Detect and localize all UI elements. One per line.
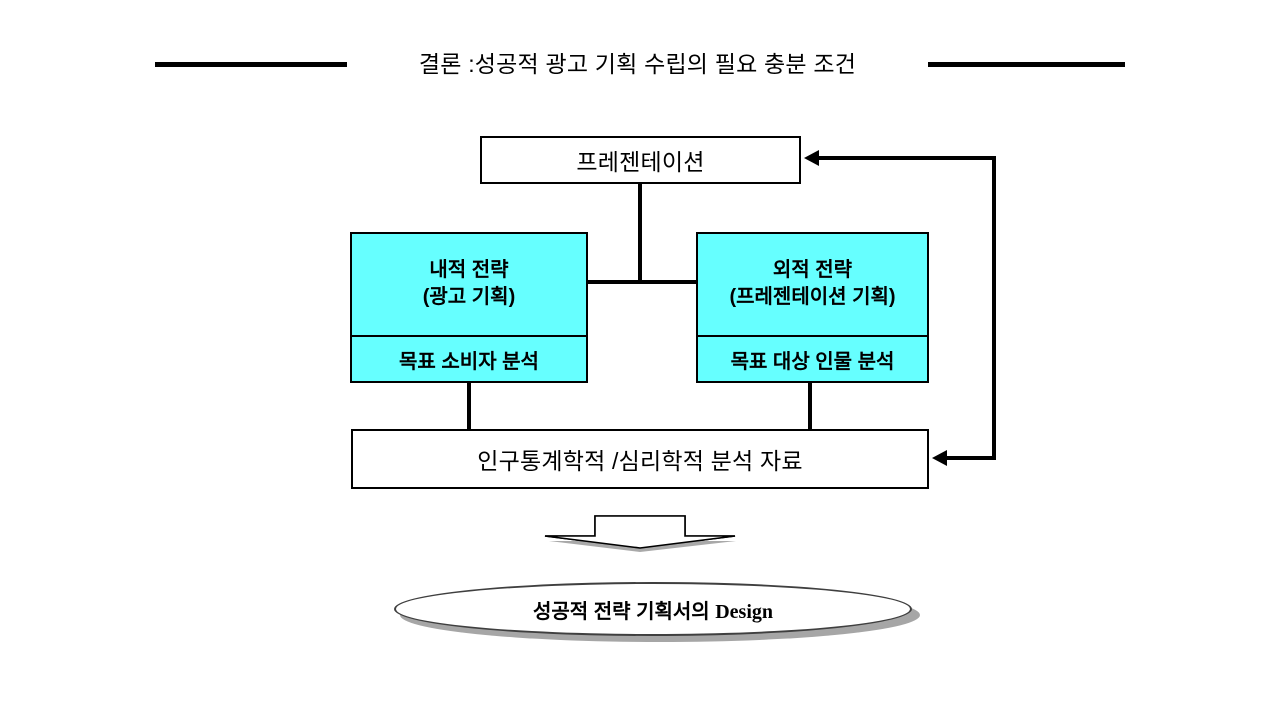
node-internal-strategy-title-line1: 내적 전략	[429, 259, 509, 282]
node-internal-strategy-title: 내적 전략 (광고 기획)	[352, 234, 586, 335]
node-internal-strategy-title-line2: (광고 기획)	[422, 285, 516, 308]
node-presentation[interactable]: 프레젠테이션	[480, 136, 801, 184]
slide-title-row: 결론 :성공적 광고 기획 수립의 필요 충분 조건	[0, 42, 1280, 86]
node-internal-strategy-subtitle[interactable]: 목표 소비자 분석	[352, 335, 586, 381]
outcome-ellipse-shape: 성공적 전략 기획서의 Design	[394, 582, 912, 636]
page-title: 결론 :성공적 광고 기획 수립의 필요 충분 조건	[418, 51, 857, 77]
node-outcome[interactable]: 성공적 전략 기획서의 Design	[390, 580, 924, 648]
node-external-strategy[interactable]: 외적 전략 (프레젠테이션 기획) 목표 대상 인물 분석	[696, 232, 929, 383]
node-external-strategy-title-line1: 외적 전략	[772, 259, 853, 282]
node-analysis-data-label: 인구통계학적 /심리학적 분석 자료	[477, 448, 803, 474]
node-outcome-label-latin: Design	[715, 600, 774, 623]
connector-feedback-top-horizontal	[818, 156, 996, 160]
node-external-strategy-title: 외적 전략 (프레젠테이션 기획)	[698, 234, 927, 335]
arrowhead-to-analysis-icon	[932, 450, 947, 466]
node-outcome-label-korean: 성공적 전략 기획서의	[532, 600, 716, 623]
node-internal-strategy-subtitle-label: 목표 소비자 분석	[399, 350, 539, 373]
connector-feedback-bottom-horizontal	[946, 456, 996, 460]
connector-presentation-down	[638, 183, 642, 282]
connector-external-to-data	[808, 382, 812, 430]
down-block-arrow-icon	[540, 510, 740, 552]
node-external-strategy-subtitle[interactable]: 목표 대상 인물 분석	[698, 335, 927, 381]
node-analysis-data[interactable]: 인구통계학적 /심리학적 분석 자료	[351, 429, 929, 489]
connector-feedback-vertical	[992, 156, 996, 460]
node-presentation-label: 프레젠테이션	[576, 149, 705, 175]
node-external-strategy-subtitle-label: 목표 대상 인물 분석	[730, 350, 895, 373]
title-rule-left	[155, 62, 347, 67]
title-rule-right	[928, 62, 1125, 67]
arrowhead-to-presentation-icon	[804, 150, 819, 166]
connector-strategies-horizontal	[586, 280, 698, 284]
node-external-strategy-title-line2: (프레젠테이션 기획)	[729, 285, 896, 308]
connector-internal-to-data	[467, 382, 471, 430]
node-outcome-label: 성공적 전략 기획서의 Design	[533, 595, 773, 624]
node-internal-strategy[interactable]: 내적 전략 (광고 기획) 목표 소비자 분석	[350, 232, 588, 383]
